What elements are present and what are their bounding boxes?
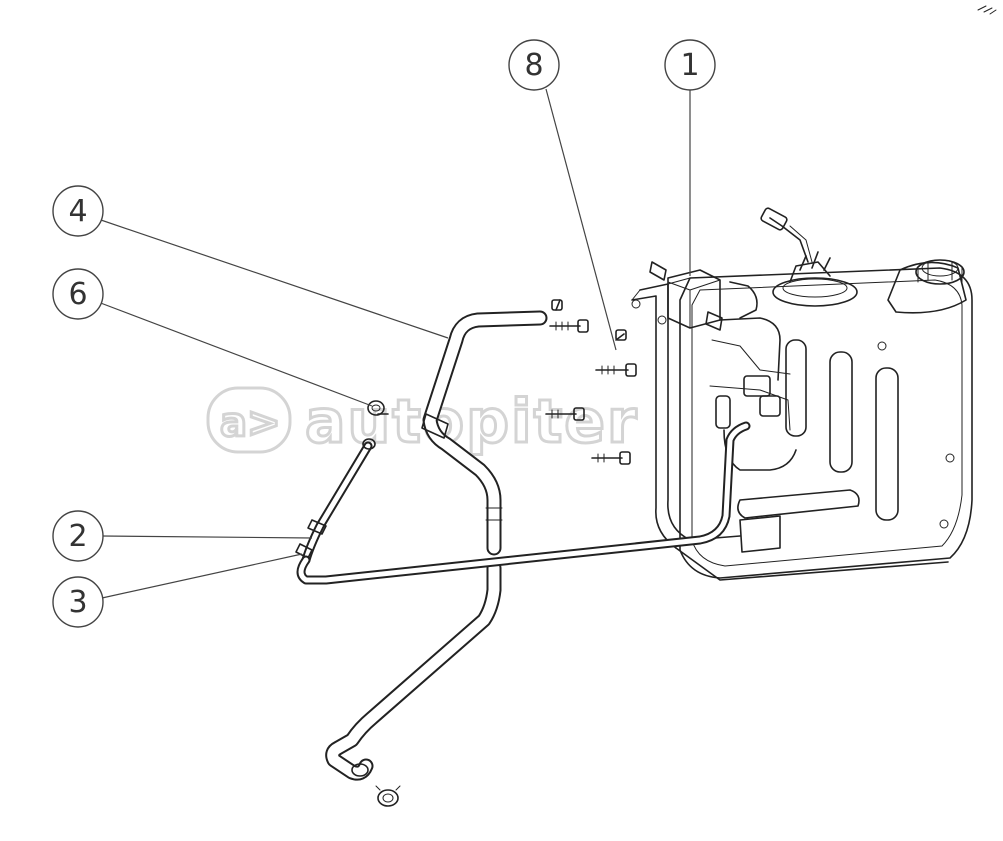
leader-line-2 (101, 535, 313, 539)
harness-connector (760, 207, 788, 231)
fitting (759, 395, 781, 417)
tank-lower-block (739, 515, 781, 553)
fitting (743, 375, 771, 397)
mount-bolt (939, 519, 949, 529)
tank-rib (785, 339, 807, 437)
hose-clamp (649, 261, 667, 281)
leader-line-8 (545, 88, 617, 351)
callout-label: 3 (68, 585, 87, 620)
watermark: a> autopiter (206, 386, 639, 459)
internal-hose (719, 317, 781, 381)
fuel-hose-main (421, 310, 548, 556)
callout-1: 1 (664, 39, 716, 91)
callout-label: 4 (68, 194, 87, 229)
leader-line-3 (101, 553, 303, 599)
bolt (595, 363, 637, 377)
feed-line (296, 421, 751, 585)
corner-mark (977, 5, 997, 15)
callout-2: 2 (52, 510, 104, 562)
mount-bolt (945, 453, 955, 463)
mount-bolt (657, 315, 667, 325)
tank-rib (875, 367, 899, 521)
tank-body-outline (679, 267, 973, 579)
callout-6: 6 (52, 268, 104, 320)
leader-line-6 (97, 301, 373, 407)
bolt (551, 299, 563, 311)
vent-pipe (295, 438, 376, 565)
tank-bracket (631, 295, 677, 549)
fuel-filter (715, 395, 731, 429)
callout-3: 3 (52, 576, 104, 628)
return-hose (325, 560, 502, 781)
tank-groove (737, 489, 860, 519)
bolt (615, 329, 627, 341)
hose-clamp (705, 311, 723, 331)
internal-hose (729, 281, 758, 319)
bolt (545, 407, 585, 421)
callout-label: 8 (524, 48, 543, 83)
watermark-logo-text: a> (220, 400, 281, 446)
hose-end (351, 763, 369, 777)
bolt (591, 451, 631, 465)
leader-line-4 (97, 218, 449, 339)
sender-unit (772, 251, 858, 307)
bolt-set (545, 299, 637, 465)
vent-pipe-end (362, 438, 376, 450)
watermark-logo-frame (206, 386, 292, 454)
wiring-harness (789, 225, 813, 263)
filler-cap (887, 259, 967, 314)
bolt (549, 319, 589, 333)
watermark-text: autopiter (305, 387, 639, 457)
mount-bolt (877, 341, 887, 351)
internal-hose (711, 339, 791, 375)
vent-clamp (307, 519, 327, 535)
mount-bolt (631, 299, 641, 309)
callout-label: 6 (68, 277, 87, 312)
tank-bracket-bottom (675, 547, 949, 581)
pump-module (667, 269, 721, 329)
callout-8: 8 (508, 39, 560, 91)
hose-clip (375, 785, 401, 807)
tank-body-inner (691, 279, 963, 567)
tank-rib (829, 351, 853, 473)
callout-label: 1 (680, 48, 699, 83)
callout-label: 2 (68, 519, 87, 554)
internal-hose (709, 385, 791, 431)
wiring-harness (769, 217, 809, 263)
hose-joint (421, 413, 449, 439)
tank-assembly (631, 207, 973, 581)
clip-part-6 (367, 400, 389, 416)
callout-4: 4 (52, 185, 104, 237)
